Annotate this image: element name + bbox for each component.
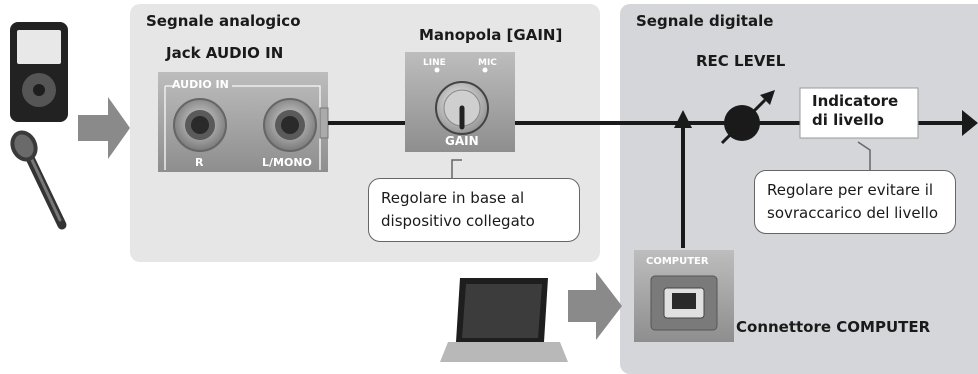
level-callout-line1: Regolare per evitare il	[767, 181, 934, 199]
level-indicator-label: Indicatore di livello	[812, 92, 898, 130]
audio-in-jack-panel	[158, 72, 329, 172]
microphone-icon	[10, 130, 67, 230]
diagram-graphics	[10, 22, 978, 362]
level-callout-line2: sovraccarico del livello	[767, 204, 939, 222]
rec-level-control	[720, 90, 775, 145]
level-indicator-line2: di livello	[812, 111, 884, 129]
level-callout-pointer	[857, 141, 871, 170]
jack-l-mono-label: L/MONO	[262, 156, 312, 169]
computer-port	[634, 250, 734, 342]
laptop-icon	[440, 278, 568, 362]
input-arrow	[78, 97, 130, 159]
output-arrow	[962, 110, 978, 136]
level-callout: Regolare per evitare il sovraccarico del…	[754, 170, 956, 234]
media-player-icon	[10, 22, 68, 122]
gain-knob-label: Manopola [GAIN]	[419, 26, 563, 44]
jack-r-label: R	[195, 156, 204, 169]
knob-line-label: LINE	[423, 58, 446, 68]
jack-audio-in-label: Jack AUDIO IN	[166, 44, 284, 62]
upward-arrow	[674, 110, 692, 128]
analog-section-title: Segnale analogico	[146, 12, 301, 30]
rec-level-label: REC LEVEL	[696, 52, 786, 70]
jack-panel-title: AUDIO IN	[172, 78, 229, 91]
computer-port-label: COMPUTER	[646, 256, 709, 267]
level-indicator-line1: Indicatore	[812, 92, 899, 110]
digital-section-title: Segnale digitale	[636, 12, 774, 30]
computer-connector-label: Connettore COMPUTER	[736, 318, 931, 336]
gain-knob-panel	[405, 52, 515, 152]
gain-callout: Regolare in base al dispositivo collegat…	[368, 178, 580, 242]
computer-arrow	[568, 272, 622, 340]
level-indicator-box	[799, 87, 919, 139]
gain-callout-pointer	[451, 159, 462, 178]
knob-gain-label: GAIN	[445, 134, 479, 148]
gain-callout-line1: Regolare in base al	[381, 189, 525, 207]
gain-callout-line2: dispositivo collegato	[381, 212, 535, 230]
knob-mic-label: MIC	[478, 58, 497, 68]
